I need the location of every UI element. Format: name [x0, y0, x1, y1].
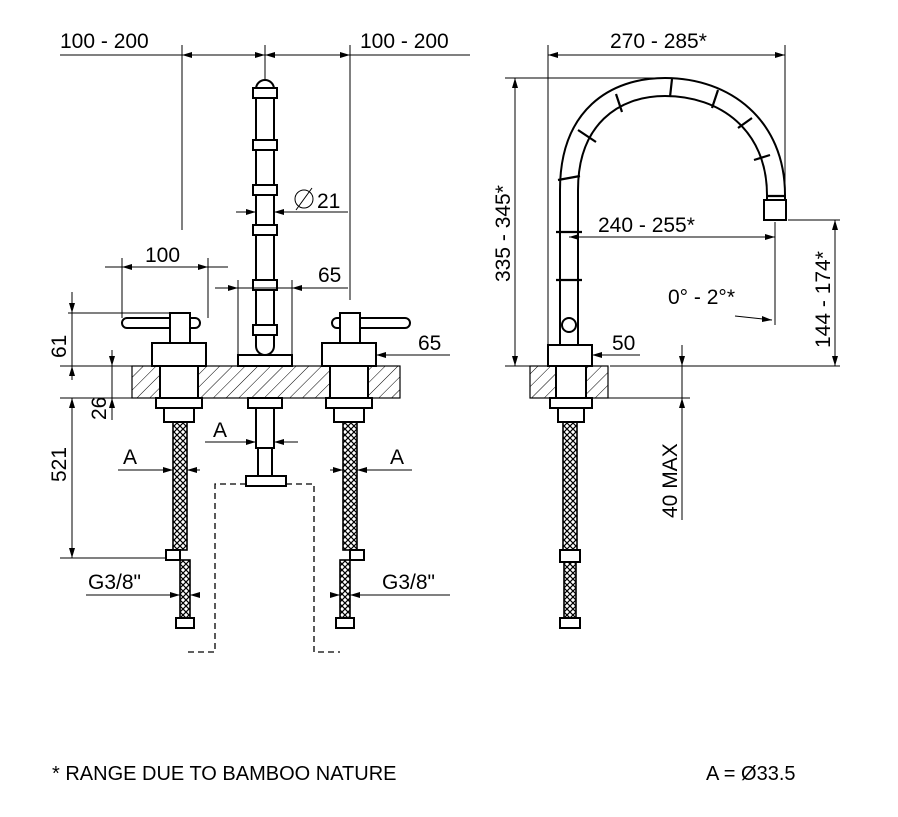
- a-markers: A A A: [118, 419, 412, 473]
- dim-right-body-text: 65: [418, 332, 441, 355]
- dim-spout-base: 65: [215, 264, 348, 355]
- right-valve: [321, 312, 411, 629]
- thread-markers: G3/8" G3/8": [86, 570, 450, 600]
- a-label-left: A: [123, 446, 137, 469]
- dim-spout-diameter: 21: [236, 187, 348, 215]
- thread-left: G3/8": [88, 571, 141, 594]
- a-label-center: A: [213, 419, 227, 442]
- dim-right-body: 65: [376, 332, 450, 358]
- front-view: 100 - 200 100 - 200: [48, 30, 470, 653]
- dim-spout-clearance-text: 144 - 174*: [812, 251, 835, 348]
- side-view: 270 - 285* 335 - 345* 240 - 255* 0° - 2°…: [492, 30, 840, 629]
- dim-left-spacing: 100 - 200: [60, 30, 149, 53]
- dim-tail-length: 521: [48, 447, 71, 482]
- dim-flange-height: 26: [88, 397, 111, 420]
- spout-side: [547, 76, 787, 629]
- a-label-right: A: [390, 446, 404, 469]
- dim-deck-max: 40 MAX: [659, 345, 685, 520]
- dim-right-spacing: 100 - 200: [360, 30, 449, 53]
- dim-reach-outer-text: 270 - 285*: [610, 30, 707, 53]
- dim-handle-length: 100: [105, 244, 228, 318]
- dim-deck-max-text: 40 MAX: [659, 443, 682, 518]
- dim-top-spacing: 100 - 200 100 - 200: [60, 30, 470, 300]
- spout-front: [237, 79, 293, 487]
- dim-spout-clearance: 144 - 174*: [788, 219, 840, 366]
- dim-angle: 0° - 2°*: [668, 286, 773, 322]
- dim-reach-inner-text: 240 - 255*: [598, 214, 695, 237]
- dim-angle-text: 0° - 2°*: [668, 286, 735, 309]
- footnote: * RANGE DUE TO BAMBOO NATURE: [52, 763, 397, 785]
- dim-spout-diameter-text: 21: [317, 190, 340, 213]
- legend-a: A = Ø33.5: [706, 763, 796, 785]
- dim-reach-outer: 270 - 285*: [547, 30, 786, 345]
- dim-handle-height: 61: [48, 335, 71, 358]
- dim-spout-base-text: 65: [318, 264, 341, 287]
- thread-right: G3/8": [382, 571, 435, 594]
- dim-base: 50: [592, 332, 640, 358]
- dim-height-text: 335 - 345*: [492, 185, 515, 282]
- dim-reach-inner: 240 - 255*: [569, 214, 776, 325]
- supply-dashed-lines: [188, 483, 340, 653]
- dim-left-verticals: 61 26 521: [48, 292, 170, 559]
- dim-handle-length-text: 100: [145, 244, 180, 267]
- dim-height: 335 - 345*: [492, 77, 665, 367]
- dim-base-text: 50: [612, 332, 635, 355]
